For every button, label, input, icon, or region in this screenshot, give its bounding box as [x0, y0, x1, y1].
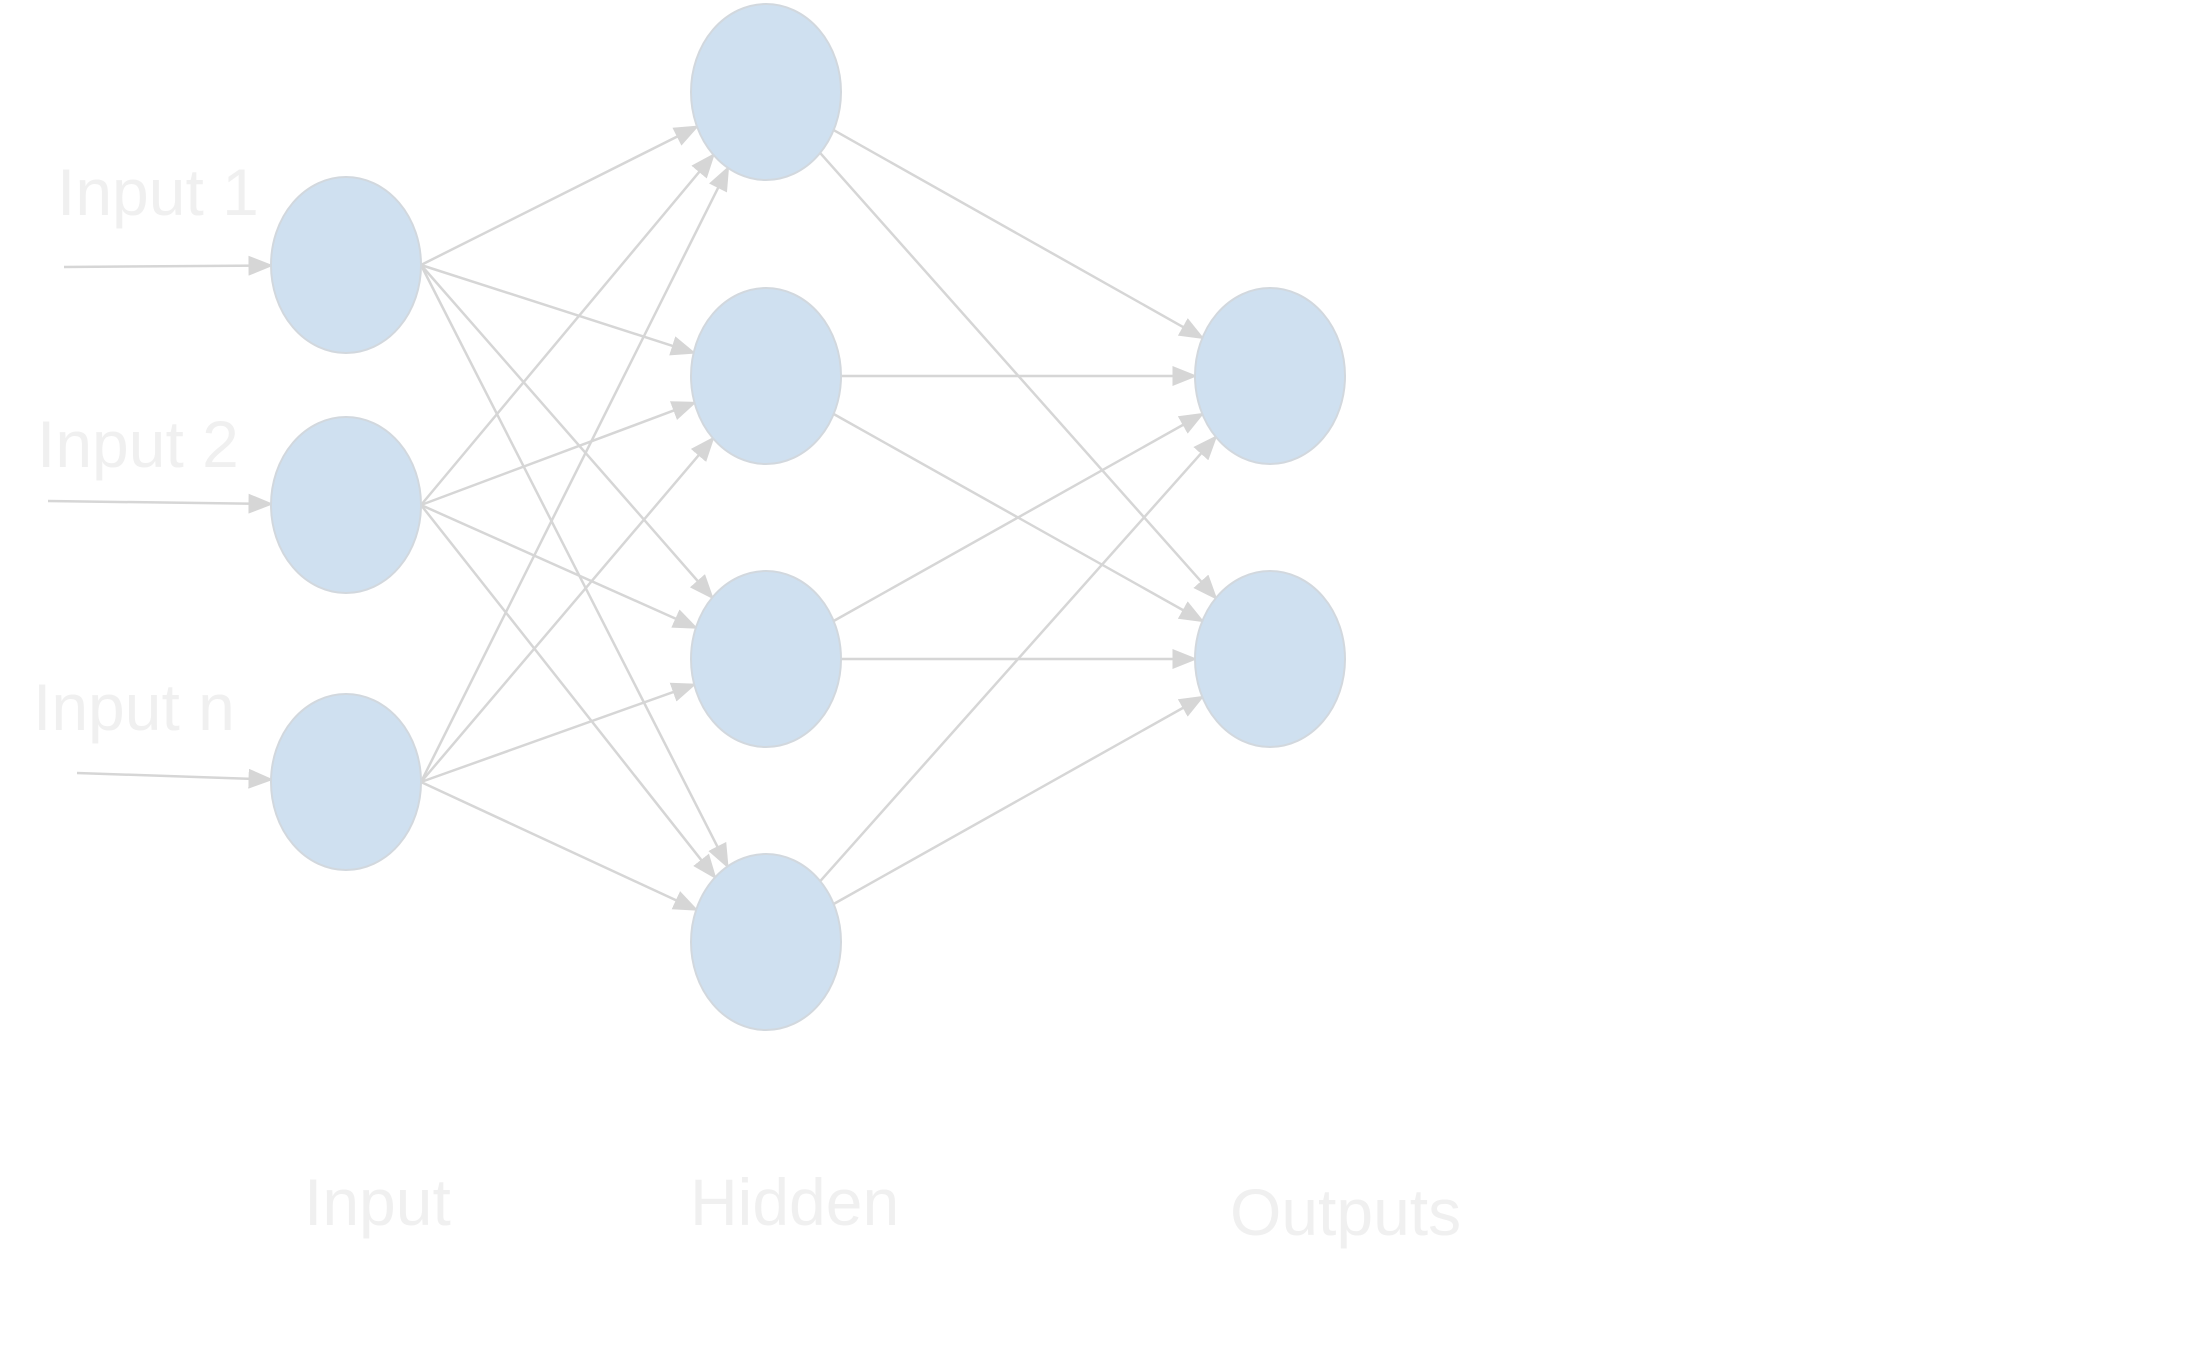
edge-input-2-hidden-2 [420, 401, 697, 507]
edge-input-1-hidden-1 [420, 125, 700, 267]
input-node-1 [270, 176, 422, 354]
neuron-nodes [270, 3, 1346, 1031]
connection-arrows [47, 125, 1218, 911]
output-node-2 [1194, 570, 1346, 748]
hidden-node-1 [690, 3, 842, 181]
edge-input-3-hidden-4 [420, 780, 699, 911]
edge-input-1-hidden-2 [420, 263, 697, 356]
edge-input-2-hidden-3 [420, 503, 699, 629]
edge-hidden-1-output-1 [832, 129, 1205, 340]
input-layer-label: Input [304, 1165, 451, 1239]
hidden-node-3 [690, 570, 842, 748]
input-n-label: Input n [33, 670, 235, 744]
input-arrow-3 [76, 768, 274, 789]
input-node-3 [270, 693, 422, 871]
hidden-node-4 [690, 853, 842, 1031]
edge-hidden-4-output-2 [833, 695, 1205, 906]
input-arrow-1 [63, 255, 274, 276]
edge-input-1-hidden-4 [419, 264, 729, 869]
edge-input-3-hidden-1 [419, 165, 730, 783]
edge-input-2-hidden-4 [420, 504, 717, 880]
input-2-label: Input 2 [37, 407, 239, 481]
edge-hidden-3-output-1 [833, 412, 1205, 623]
hidden-layer-label: Hidden [690, 1165, 899, 1239]
edge-input-3-hidden-3 [420, 682, 697, 784]
edge-input-1-hidden-3 [420, 264, 714, 600]
edge-hidden-4-output-1 [819, 434, 1218, 882]
input-node-2 [270, 416, 422, 594]
edge-input-3-hidden-2 [420, 436, 715, 783]
hidden-node-2 [690, 287, 842, 465]
outputs-layer-label: Outputs [1230, 1175, 1461, 1249]
output-node-1 [1194, 287, 1346, 465]
input-1-label: Input 1 [57, 155, 259, 229]
input-arrow-2 [47, 493, 274, 514]
edge-input-2-hidden-1 [420, 152, 716, 506]
